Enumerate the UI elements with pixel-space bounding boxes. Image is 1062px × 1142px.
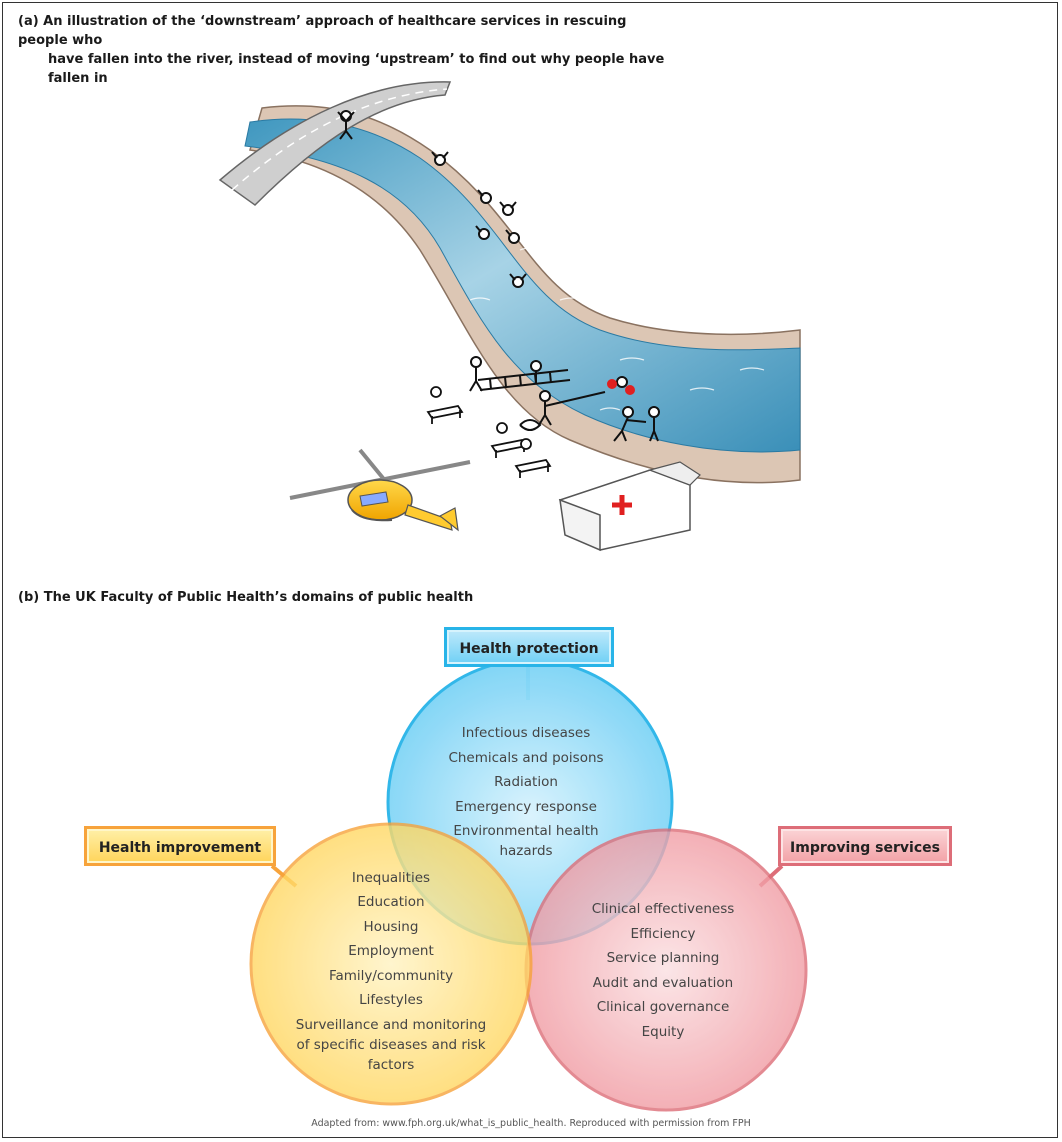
caption-a-line-1: (a) An illustration of the ‘downstream’ … [18, 14, 627, 48]
label-improving-services: Improving services [778, 826, 952, 866]
people-in-river [337, 110, 527, 288]
label-health-improvement: Health improvement [84, 826, 276, 866]
caption-panel-b: (b) The UK Faculty of Public Health’s do… [18, 590, 474, 605]
rescuers [469, 356, 660, 442]
caption-panel-a: (a) An illustration of the ‘downstream’ … [18, 12, 678, 88]
stretchers [426, 386, 552, 478]
source-credit: Adapted from: www.fph.org.uk/what_is_pub… [311, 1118, 751, 1129]
caption-a-line-2: have fallen into the river, instead of m… [48, 52, 665, 86]
label-health-protection: Health protection [444, 627, 614, 667]
ambulance [558, 461, 701, 552]
bridge-road [218, 81, 452, 206]
helicopter [289, 448, 471, 532]
river-illustration [218, 81, 801, 552]
water-ripples [469, 177, 765, 411]
